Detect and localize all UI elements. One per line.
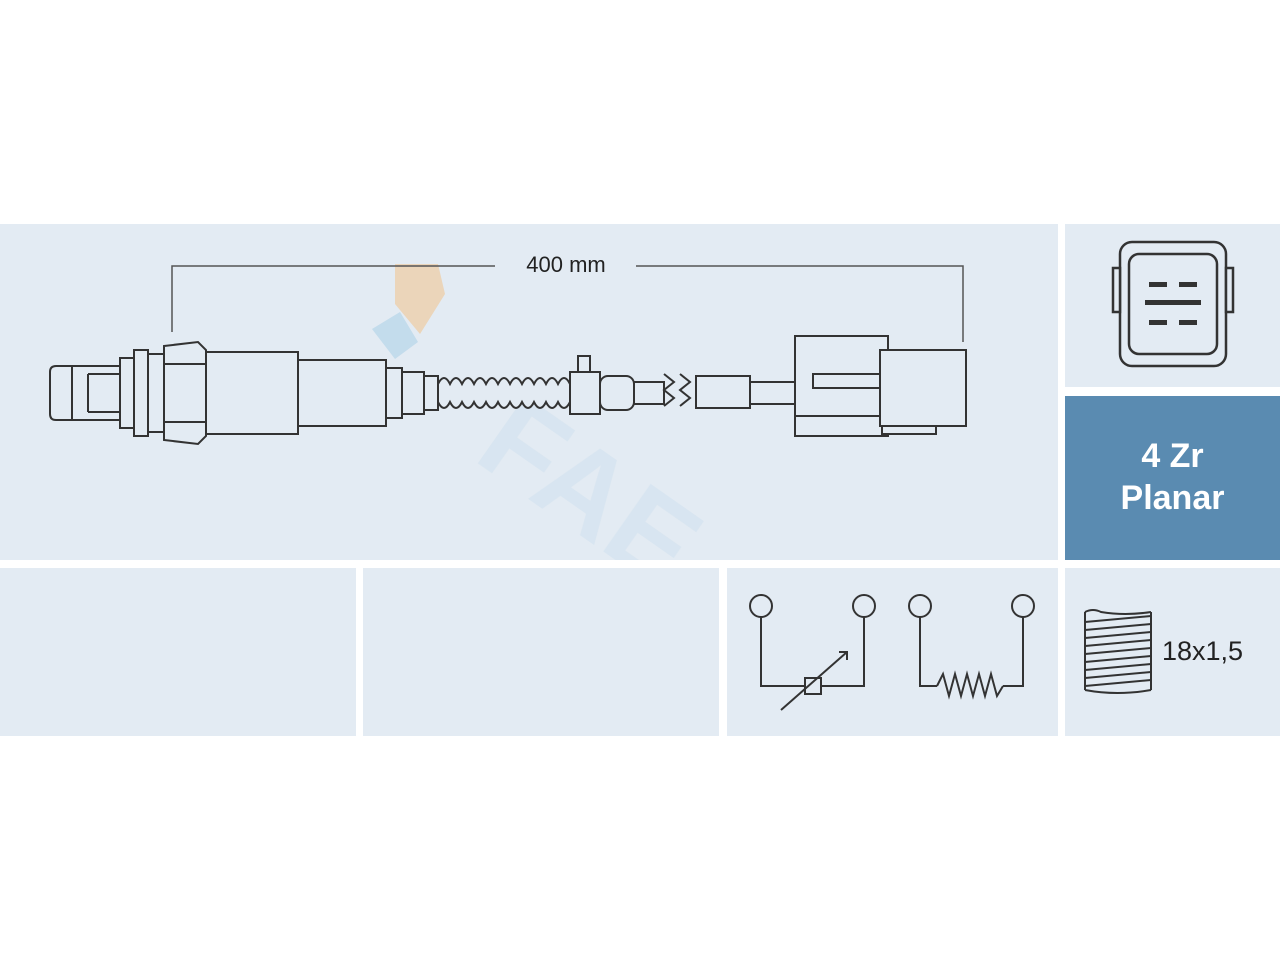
circuit-panel <box>727 568 1058 736</box>
oxygen-sensor-drawing: FAE <box>49 264 967 560</box>
empty-panel-2 <box>363 568 719 736</box>
sensor-drawing-panel: FAE <box>0 224 1058 560</box>
dimension-line <box>171 265 964 342</box>
connector-panel <box>1065 224 1280 387</box>
circuit-diagram <box>749 594 1035 711</box>
length-label: 400 mm <box>526 252 606 277</box>
thread-panel: 18x1,5 <box>1065 568 1280 736</box>
thread-icon <box>1084 609 1152 694</box>
sensor-type-panel: 4 Zr Planar <box>1065 396 1280 560</box>
thread-size-label: 18x1,5 <box>1162 636 1244 666</box>
sensor-body <box>49 335 967 446</box>
connector-4-pin-icon <box>1111 240 1235 368</box>
sensor-type-line2: Planar <box>1120 479 1225 517</box>
empty-panel-1 <box>0 568 356 736</box>
sensor-type-line1: 4 Zr <box>1141 437 1204 475</box>
